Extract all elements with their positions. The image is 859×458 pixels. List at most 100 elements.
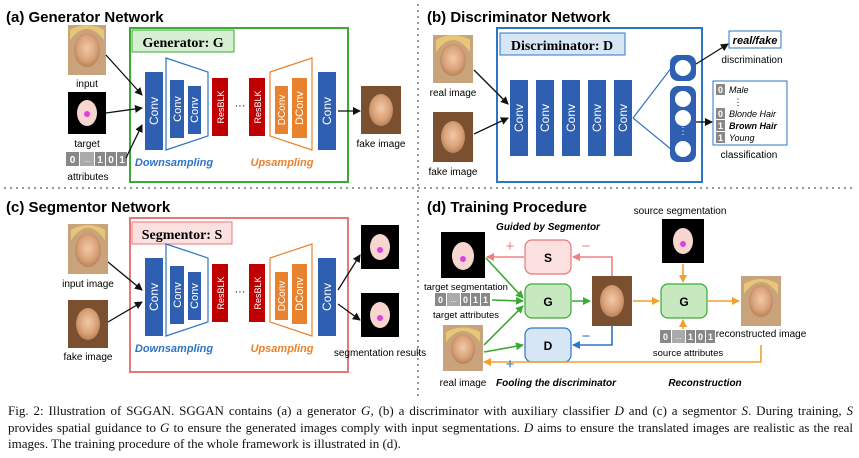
ellipsis: ···: [235, 286, 246, 298]
dconv-label: DConv: [277, 281, 288, 312]
resblk-label: ResBLK: [216, 90, 226, 123]
arrow-green: [485, 257, 524, 299]
caption-text: , (b) a discriminator with auxiliary cla…: [370, 403, 615, 418]
discriminator-title: Discriminator: D: [511, 39, 613, 54]
conv-block: [145, 72, 163, 150]
fake-face-image: [361, 86, 401, 134]
arrow-green: [483, 305, 524, 346]
upsampling-label: Upsampling: [251, 343, 314, 355]
panel-a: (a) Generator Network Generator: G input…: [6, 9, 406, 183]
downsampling-label: Downsampling: [135, 343, 214, 355]
class-bit: 0: [718, 109, 723, 119]
caption-math: G: [361, 403, 371, 418]
conv-label: Conv: [512, 104, 526, 132]
classification-label: classification: [721, 150, 778, 161]
input-image-label: input image: [62, 279, 114, 290]
dconv-label: DConv: [294, 91, 306, 125]
caption-text: aims to ensure the translated images are…: [8, 419, 853, 452]
arrow: [107, 261, 143, 291]
attr-bit: 1: [119, 155, 125, 166]
upsampling-label: Upsampling: [251, 157, 314, 169]
conv-label: Conv: [189, 97, 201, 123]
generator-node: [524, 283, 572, 319]
discriminator-node-label: D: [544, 339, 553, 353]
discriminator-box: [496, 27, 703, 183]
plus-sign: +: [506, 356, 515, 373]
resblk-block: [249, 78, 265, 136]
source-segmentation-label: source segmentation: [634, 206, 727, 217]
fake-image-label-b: fake image: [429, 167, 478, 178]
segmentor-box: [129, 217, 349, 373]
arrow-green: [491, 296, 524, 305]
attr-bit: 1: [473, 295, 478, 305]
discriminator-title-bg: [499, 32, 626, 56]
conv-block: [614, 80, 632, 156]
segmentation-result-1: [361, 225, 399, 269]
conv-block: [510, 80, 528, 156]
panel-c: (c) Segmentor Network Segmentor: S input…: [6, 199, 426, 373]
arrow: [337, 303, 361, 321]
attr-bit: 0: [698, 332, 703, 342]
conv-block: [562, 80, 580, 156]
dconv-label: DConv: [277, 95, 288, 126]
upsampling-trapezoid: [269, 57, 313, 151]
class-bit: 0: [718, 85, 723, 95]
conv-label: Conv: [172, 96, 184, 122]
attr-bit: 0: [438, 295, 443, 305]
attr-bit: ...: [450, 295, 457, 304]
svg-text:⋮: ⋮: [678, 126, 688, 137]
class-bit: 1: [718, 121, 723, 131]
seg-results-text: segmentation results: [334, 348, 426, 359]
generator-node-2-label: G: [679, 295, 688, 309]
target-segmentation-label: target segmentation: [424, 282, 508, 293]
class-name: Male: [729, 85, 749, 95]
arrow-blue: [572, 326, 613, 349]
conv-label: Conv: [564, 104, 578, 132]
target-attributes-vector: 0 ... 0 1 1: [435, 293, 490, 306]
connection-line: [632, 66, 673, 119]
resblk-block: [212, 78, 228, 136]
reconstructed-face-image: [741, 276, 781, 326]
input-face-image: [68, 25, 106, 75]
source-attributes-label: source attributes: [653, 348, 723, 359]
generator-title: Generator: G: [142, 36, 223, 51]
class-bit: 1: [718, 133, 723, 143]
resblk-block: [249, 264, 265, 322]
generator-node-label: G: [543, 295, 552, 309]
panel-c-title: (c) Segmentor Network: [6, 199, 171, 216]
seg-results-label: segmentation results: [334, 348, 426, 359]
fake-image-label: fake image: [357, 139, 406, 150]
conv-label: Conv: [320, 97, 334, 125]
caption-text: provides spatial guidance to: [8, 419, 161, 435]
dconv-block: [275, 86, 288, 134]
class-row: ⋮: [734, 97, 743, 107]
generator-title-bg: [131, 29, 235, 53]
conv-block: [145, 258, 163, 336]
conv-block: [188, 86, 201, 134]
class-row: 1 Brown Hair: [716, 120, 778, 131]
real-face-image-d: [443, 325, 483, 371]
classification-output: [712, 80, 788, 146]
conv-label: Conv: [189, 283, 201, 309]
dconv-block: [275, 272, 288, 320]
conv-block: [188, 272, 201, 320]
arrow: [105, 54, 143, 96]
conv-label: Conv: [147, 283, 161, 311]
attr-bit: ...: [84, 155, 91, 164]
arrow-orange-reconstruction: [483, 345, 762, 366]
real-fake-label: real/fake: [733, 35, 778, 47]
caption-math: S: [741, 403, 749, 418]
upsampling-trapezoid: [269, 243, 313, 337]
conv-block: [536, 80, 554, 156]
minus-sign: −: [582, 328, 591, 345]
real-face-image: [433, 35, 473, 83]
attr-bit: 0: [70, 155, 76, 166]
arrow: [337, 254, 361, 291]
segmentor-title-bg: [131, 221, 233, 245]
segmentor-title: Segmentor: S: [142, 228, 223, 243]
attr-bit: 1: [688, 332, 693, 342]
attributes-label: attributes: [67, 172, 108, 183]
caption-text: and (c) a segmentor: [623, 403, 742, 418]
attribute-vector: 0 ... 1 0 1: [66, 152, 127, 166]
resblk-block: [212, 264, 228, 322]
